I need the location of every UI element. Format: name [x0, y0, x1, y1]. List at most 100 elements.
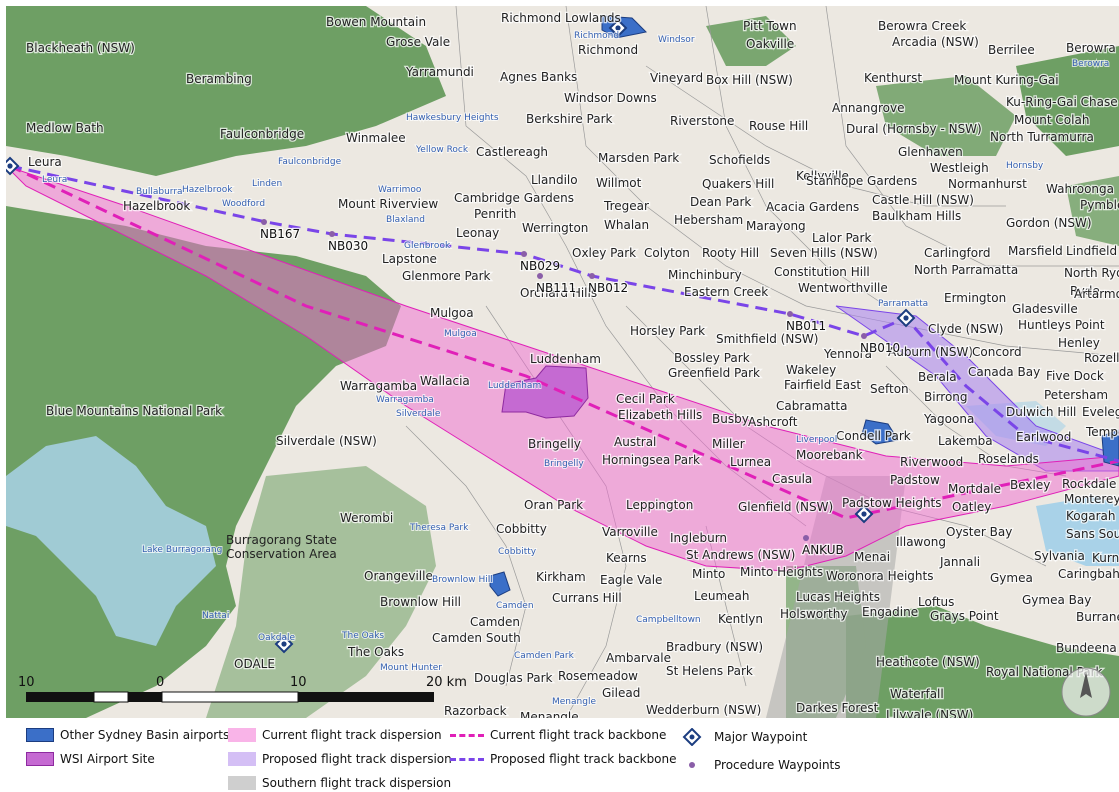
place-label: Medlow Bath — [26, 121, 104, 135]
place-label: Kellyville — [796, 169, 849, 183]
place-label: Kenthurst — [864, 71, 922, 85]
place-label: Gymea — [990, 571, 1033, 585]
place-label: Hebersham — [674, 213, 743, 227]
place-label: Blue Mountains National Park — [46, 404, 222, 418]
legend-swatch-current-dispersion — [228, 728, 256, 742]
minor-place-label: Campbelltown — [636, 615, 701, 625]
place-label: Yennora — [823, 347, 872, 361]
place-label: Minto — [692, 567, 725, 581]
major-waypoint-leura[interactable] — [6, 156, 20, 176]
procedure-waypoint-dot[interactable] — [803, 535, 809, 541]
place-label: Wahroonga — [1046, 182, 1114, 196]
place-label: Hazelbrook — [123, 199, 190, 213]
place-label: Eastern Creek — [684, 285, 768, 299]
place-label: Bossley Park — [674, 351, 750, 365]
minor-place-label: Bringelly — [544, 459, 584, 469]
place-label: Gordon (NSW) — [1006, 216, 1092, 230]
major-waypoint-richmond[interactable] — [608, 18, 628, 38]
place-label: Bexley — [1010, 478, 1050, 492]
place-label: Lindfield — [1066, 244, 1117, 258]
place-label: Gladesville — [1012, 302, 1078, 316]
minor-place-label: Windsor — [658, 35, 695, 45]
place-label: Evelegh — [1082, 405, 1119, 419]
place-label: Lurnea — [730, 455, 771, 469]
place-label: Grays Point — [930, 609, 999, 623]
legend-procedure-waypoints: Procedure Waypoints — [680, 756, 841, 774]
place-label: Windsor Downs — [564, 91, 657, 105]
procedure-waypoint-dot[interactable] — [329, 231, 335, 237]
procedure-waypoint-dot[interactable] — [521, 251, 527, 257]
place-label: Five Dock — [1046, 369, 1104, 383]
place-label: The Oaks — [347, 645, 404, 659]
place-label: Concord — [972, 345, 1022, 359]
place-label: Bradbury (NSW) — [666, 640, 763, 654]
major-waypoint-oakdale[interactable] — [274, 634, 294, 654]
place-label: North Ryde — [1064, 266, 1119, 280]
place-label: Baulkham Hills — [872, 209, 961, 223]
minor-place-label: Berowra — [1072, 59, 1109, 69]
place-label: Wallacia — [420, 374, 470, 388]
procedure-waypoint-dot[interactable] — [589, 273, 595, 279]
legend-label-southern-dispersion: Southern flight track dispersion — [262, 776, 452, 790]
place-label: Lucas Heights — [796, 590, 880, 604]
minor-place-label: Hawkesbury Heights — [406, 113, 499, 123]
place-label: Camden — [470, 615, 520, 629]
place-label: Petersham — [1044, 388, 1108, 402]
place-label: Jannali — [939, 555, 980, 569]
place-label: Ingleburn — [670, 531, 727, 545]
place-label: Varroville — [602, 525, 658, 539]
place-label: Kearns — [606, 551, 647, 565]
minor-place-label: Warrimoo — [378, 185, 422, 195]
procedure-waypoint-dot[interactable] — [787, 311, 793, 317]
place-label: Glenhaven — [898, 145, 963, 159]
place-label: Penrith — [474, 207, 516, 221]
major-waypoints — [6, 18, 916, 654]
place-label: St Andrews (NSW) — [686, 548, 795, 562]
place-label: Riverstone — [670, 114, 734, 128]
place-label: Orangeville — [364, 569, 433, 583]
place-label: Marsfield — [1008, 244, 1063, 258]
place-label: Woronora Heights — [826, 569, 933, 583]
legend-major-waypoint-icon — [682, 728, 702, 746]
place-label: Wakeley — [786, 363, 836, 377]
procedure-waypoint-dot[interactable] — [861, 333, 867, 339]
place-label: Rosemeadow — [558, 669, 638, 683]
place-label: Rooty Hill — [702, 246, 759, 260]
place-label: Brownlow Hill — [380, 595, 461, 609]
proposed-backbone-line — [9, 164, 1119, 463]
legend-proposed-backbone: Proposed flight track backbone — [450, 750, 677, 768]
place-label: Heathcote (NSW) — [876, 655, 980, 669]
park-label-line1: Burragorang State — [226, 533, 337, 547]
place-label: Bowen Mountain — [326, 15, 426, 29]
proposed-dispersion-area — [835, 305, 1119, 472]
place-label: Auburn (NSW) — [888, 345, 973, 359]
place-label: Pitt Town — [743, 19, 797, 33]
place-label: Illawong — [896, 535, 946, 549]
place-label: Luddenham — [530, 352, 601, 366]
procedure-waypoint-dot[interactable] — [537, 273, 543, 279]
place-label: Agnes Banks — [500, 70, 577, 84]
place-label: Padstow Heights — [842, 496, 942, 510]
place-label: Yagoona — [923, 412, 974, 426]
place-label: Bundeena — [1056, 641, 1117, 655]
scale-bar: 10 0 10 20 km — [18, 675, 467, 703]
place-label: Rockdale — [1062, 477, 1116, 491]
place-label: Winmalee — [346, 131, 406, 145]
place-label: Normanhurst — [948, 177, 1027, 191]
place-label: Marayong — [746, 219, 806, 233]
minor-place-label: Parramatta — [878, 299, 928, 309]
legend-label-procedure-waypoints: Procedure Waypoints — [714, 758, 841, 772]
scale-label-mid: 10 — [290, 675, 307, 690]
place-label: Sylvania — [1034, 549, 1085, 563]
place-label: Cecil Park — [616, 392, 675, 406]
place-label: Smithfield (NSW) — [716, 332, 818, 346]
major-waypoint-ankub[interactable] — [854, 504, 874, 524]
place-label: Berrilee — [988, 43, 1035, 57]
major-waypoint-parramatta[interactable] — [896, 308, 916, 328]
place-label: Glenmore Park — [402, 269, 491, 283]
place-label: Monterey — [1064, 492, 1119, 506]
procedure-waypoint-dot[interactable] — [261, 219, 267, 225]
place-label: Marsden Park — [598, 151, 679, 165]
place-label: Mulgoa — [430, 306, 474, 320]
